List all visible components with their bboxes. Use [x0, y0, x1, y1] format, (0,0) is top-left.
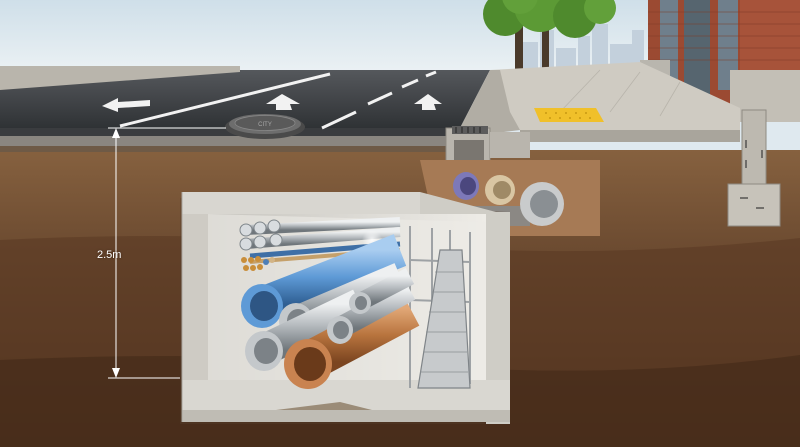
building-foundation — [727, 109, 781, 227]
gray-pipe-right — [327, 280, 416, 344]
beige-conduit — [485, 175, 515, 205]
large-gray-conduit — [520, 182, 564, 226]
floor-cable-tray — [417, 249, 471, 389]
depth-label: 2.5m — [97, 249, 122, 261]
gravel-bedding — [276, 402, 372, 410]
road-surface — [0, 66, 490, 152]
lane-arrow-icon — [102, 94, 442, 112]
sidewalk — [460, 62, 740, 142]
gray-pipe-upper-right — [349, 268, 415, 314]
tree-icon — [483, 0, 616, 101]
manhole-cover-icon — [225, 114, 305, 139]
blue-water-pipe — [241, 234, 407, 328]
purple-conduit — [453, 172, 479, 200]
dimension-arrow-icon — [108, 127, 226, 379]
copper-pipe — [284, 290, 420, 389]
tactile-paving — [534, 108, 604, 122]
gray-pipe-bottom-left — [245, 289, 367, 371]
manhole-cover-text: CITY — [258, 122, 272, 128]
